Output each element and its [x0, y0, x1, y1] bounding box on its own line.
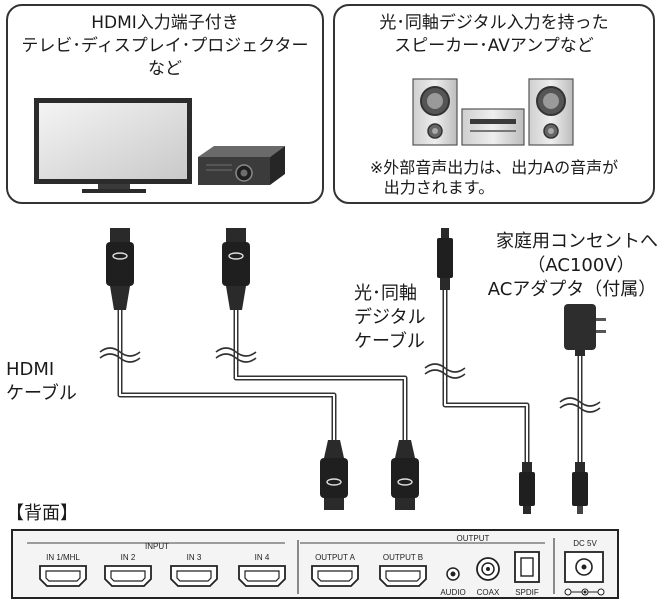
in3-label: IN 3 — [187, 553, 202, 562]
display-box-title: HDMI入力端子付き テレビ･ディスプレイ･プロジェクター など — [8, 12, 322, 81]
audio-box-title: 光･同軸デジタル入力を持った スピーカー･AVアンプなど — [335, 12, 653, 58]
amplifier-icon — [461, 108, 525, 146]
in4-label: IN 4 — [255, 553, 270, 562]
audio-box-line2: スピーカー･AVアンプなど — [394, 36, 594, 56]
input-group-label: INPUT — [145, 542, 169, 551]
outlet-label: 家庭用コンセントへ （AC100V） ACアダプタ（付属） — [488, 230, 660, 302]
audio-port-label: AUDIO — [440, 588, 465, 597]
coax-port-label: COAX — [477, 588, 500, 597]
dc-polarity-icon — [564, 588, 605, 596]
audio-devices-box: 光･同軸デジタル入力を持った スピーカー･AVアンプなど ※外部音声出力は、出力… — [333, 4, 655, 204]
optical-plug-bottom — [519, 462, 535, 514]
in3-port-icon — [170, 565, 218, 587]
audio-jack-icon — [446, 567, 460, 581]
in1-port-icon — [39, 565, 87, 587]
hdmi-cable-label: HDMI ケーブル — [6, 358, 77, 406]
hdmi-plug-bottom-2 — [391, 440, 419, 510]
audio-note-line1: ※外部音声出力は、出力Aの音声が — [369, 158, 619, 177]
output-b-label: OUTPUT B — [383, 553, 423, 562]
left-speaker-icon — [412, 78, 458, 146]
display-box-line2: テレビ･ディスプレイ･プロジェクター — [21, 36, 309, 56]
coax-jack-icon — [476, 557, 500, 581]
optical-cable-label-line3: ケーブル — [354, 331, 425, 352]
outlet-label-line1: 家庭用コンセントへ — [496, 231, 658, 252]
output-b-port-icon — [379, 565, 427, 587]
output-group-label: OUTPUT — [457, 534, 490, 543]
spdif-jack-icon — [514, 551, 540, 583]
optical-plug-top — [437, 228, 453, 290]
optical-cable-label: 光･同軸 デジタル ケーブル — [354, 282, 426, 354]
adapter-label: ACアダプタ（付属） — [487, 279, 657, 300]
in2-label: IN 2 — [121, 553, 136, 562]
in2-port-icon — [104, 565, 152, 587]
in1-label: IN 1/MHL — [46, 553, 80, 562]
dc-plug-bottom — [572, 462, 588, 514]
ac-adapter-icon — [564, 304, 606, 356]
hdmi-cable-label-line1: HDMI — [6, 359, 55, 380]
audio-note-line2: 出力されます。 — [383, 178, 495, 197]
hdmi-plug-bottom-1 — [320, 440, 348, 510]
optical-cable — [442, 290, 530, 462]
hdmi-plug-top-1 — [106, 228, 134, 310]
display-box-line3: など — [148, 59, 182, 79]
hdmi-plug-top-2 — [222, 228, 250, 310]
display-box-line1: HDMI入力端子付き — [91, 13, 239, 33]
audio-output-note: ※外部音声出力は、出力Aの音声が 出力されます。 — [335, 158, 653, 198]
outlet-label-line2: （AC100V） — [527, 255, 635, 276]
cable-break-marks — [99, 347, 601, 413]
rear-panel-label: 【背面】 — [6, 503, 78, 524]
dc-jack-icon — [564, 551, 604, 583]
right-speaker-icon — [528, 78, 574, 146]
projector-icon — [198, 146, 285, 185]
output-a-label: OUTPUT A — [315, 553, 356, 562]
hdmi-cable-label-line2: ケーブル — [6, 383, 77, 404]
tv-icon — [34, 98, 192, 193]
audio-box-line1: 光･同軸デジタル入力を持った — [379, 13, 609, 33]
speaker-system-icon — [412, 78, 574, 146]
spdif-port-label: SPDIF — [515, 588, 539, 597]
output-a-port-icon — [311, 565, 359, 587]
optical-cable-label-line1: 光･同軸 — [354, 283, 417, 304]
optical-cable-label-line2: デジタル — [354, 307, 426, 328]
in4-port-icon — [238, 565, 286, 587]
hdmi-cable-1 — [117, 310, 337, 440]
dc-port-label: DC 5V — [573, 539, 597, 548]
